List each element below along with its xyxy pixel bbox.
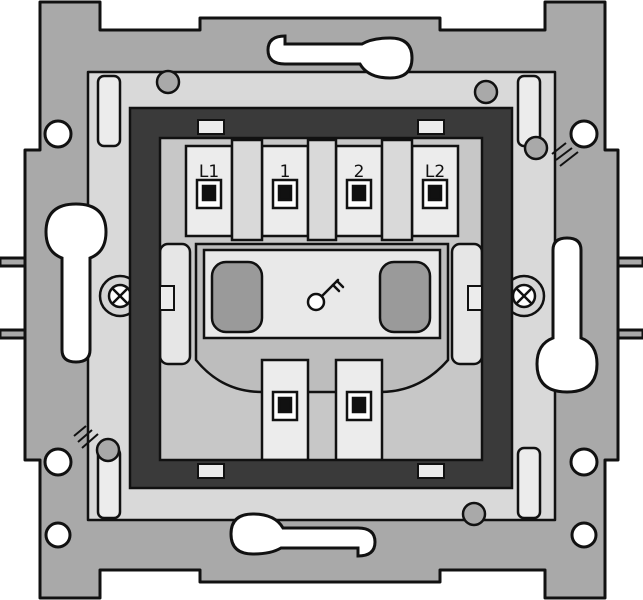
bottom-keyhole-slot <box>229 512 377 558</box>
corner-clips <box>95 69 549 527</box>
rivet-top-left <box>155 69 181 95</box>
side-tab-right-lower <box>616 328 643 340</box>
terminal-label-1: 1 <box>280 162 291 182</box>
window-pad-right <box>378 260 432 334</box>
window-pad-left <box>210 260 264 334</box>
rivet-top-right <box>473 79 499 105</box>
terminal-separator <box>380 138 414 242</box>
terminal-separator <box>306 138 338 242</box>
cover-frame <box>128 106 514 490</box>
hole-top-right <box>569 119 599 149</box>
terminal-l1 <box>184 144 234 238</box>
rivet-mid-right <box>523 135 549 161</box>
side-tab-left-upper <box>0 256 27 268</box>
rivet-bottom-left <box>95 437 121 463</box>
terminal-bottom-right <box>334 358 384 462</box>
hole-bottom-left <box>43 447 73 477</box>
side-tab-left-lower <box>0 328 27 340</box>
terminal-separator <box>230 138 264 242</box>
clip-top-left <box>96 74 122 148</box>
side-tab-right-upper <box>616 256 643 268</box>
left-keyhole <box>44 202 108 364</box>
bottom-terminals <box>260 358 384 462</box>
terminal-l2 <box>410 144 460 238</box>
release-window <box>194 242 450 394</box>
hole-bottom-right <box>569 447 599 477</box>
terminal-label-2: 2 <box>354 162 365 182</box>
terminal-label-l2: L2 <box>425 162 445 182</box>
hole-top-left <box>43 119 73 149</box>
terminal-2 <box>334 144 384 238</box>
clip-top-right <box>516 74 542 148</box>
ground-icon <box>73 142 579 449</box>
hole-low-left <box>44 521 72 549</box>
terminal-bottom-left <box>260 358 310 462</box>
top-keyhole-slot <box>266 34 414 80</box>
terminal-label-l1: L1 <box>199 162 219 182</box>
right-keyhole <box>535 236 599 394</box>
frame-slots <box>43 34 599 558</box>
clip-bottom-right <box>516 446 542 520</box>
terminal-1 <box>260 144 310 238</box>
hole-low-right <box>570 521 598 549</box>
rivet-bottom-right <box>461 501 487 527</box>
terminal-labels: L1 1 2 L2 <box>199 162 445 182</box>
cover-frame-notches <box>159 119 483 479</box>
top-terminals <box>184 138 460 242</box>
key-icon <box>306 278 345 312</box>
